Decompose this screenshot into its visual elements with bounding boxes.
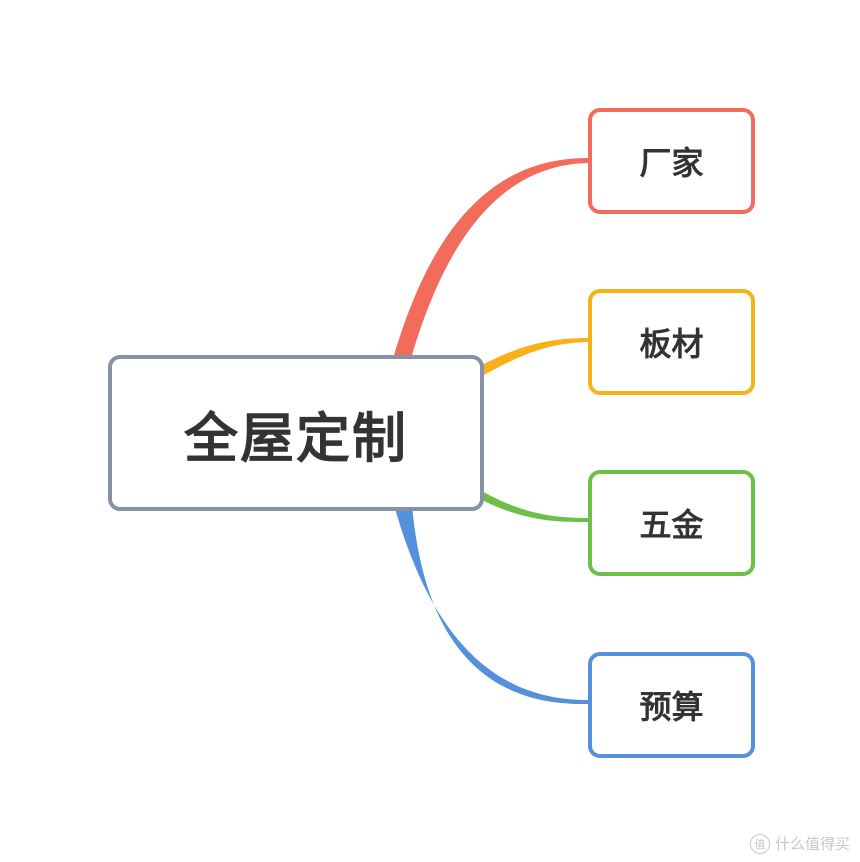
node-board[interactable]: 板材: [588, 289, 755, 395]
connector-factory: [392, 158, 588, 362]
node-label: 预算: [639, 688, 704, 726]
watermark-text: 什么值得买: [774, 835, 850, 853]
root-node[interactable]: 全屋定制: [108, 355, 484, 511]
node-budget[interactable]: 预算: [588, 652, 755, 758]
node-factory[interactable]: 厂家: [588, 108, 755, 214]
watermark-logo-icon: 值: [749, 833, 770, 854]
watermark: 值 什么值得买: [749, 833, 850, 854]
root-label: 全屋定制: [184, 406, 408, 470]
node-label: 板材: [639, 325, 704, 363]
connector-board: [480, 338, 588, 375]
node-label: 五金: [639, 506, 704, 544]
connector-hardware: [480, 490, 588, 523]
connector-budget: [394, 505, 588, 705]
node-label: 厂家: [639, 144, 704, 182]
node-hardware[interactable]: 五金: [588, 470, 755, 576]
